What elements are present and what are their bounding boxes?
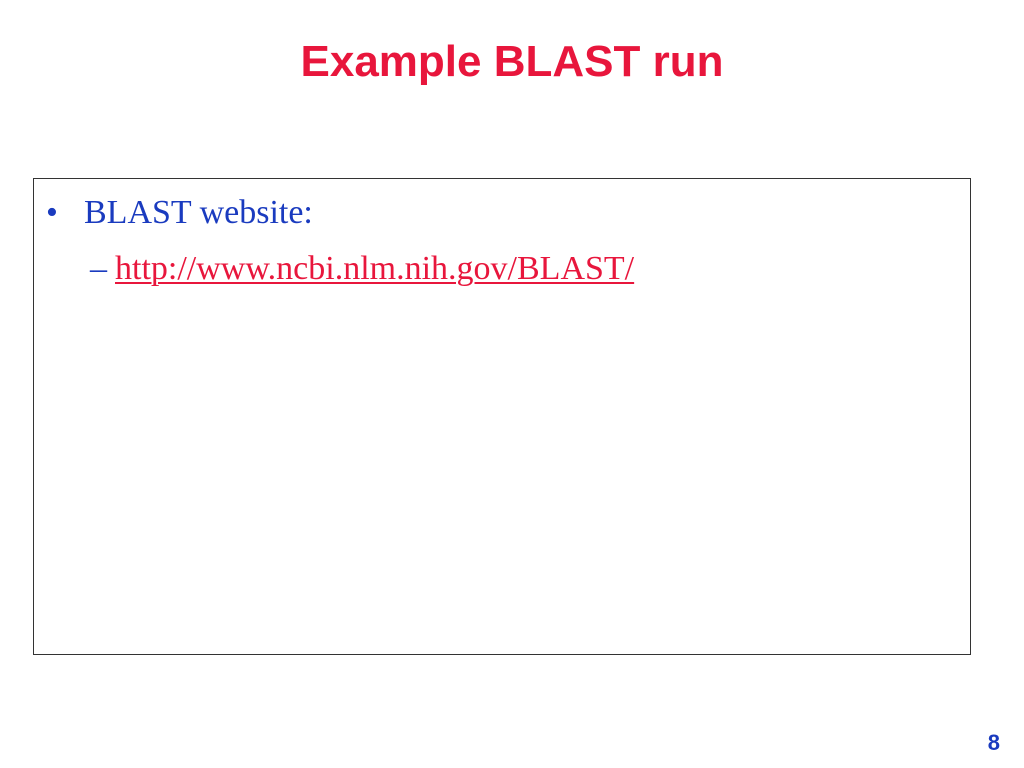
blast-website-link[interactable]: http://www.ncbi.nlm.nih.gov/BLAST/ <box>115 250 635 287</box>
dash-marker: – <box>90 250 107 287</box>
bullet-item: • BLAST website: <box>46 191 313 235</box>
bullet-text: BLAST website: <box>84 194 313 231</box>
slide-title: Example BLAST run <box>300 37 724 86</box>
sub-bullet-item: –http://www.ncbi.nlm.nih.gov/BLAST/ <box>90 247 634 291</box>
bullet-marker: • <box>46 194 58 231</box>
content-box: • BLAST website: –http://www.ncbi.nlm.nih… <box>33 178 971 655</box>
page-number: 8 <box>987 730 1000 755</box>
